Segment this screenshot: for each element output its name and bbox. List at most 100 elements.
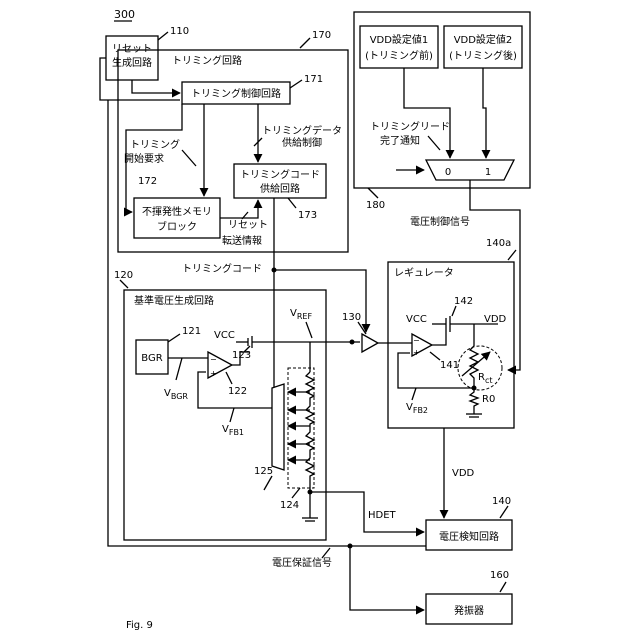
vref-sub: REF [297,312,313,321]
vfb2-wire [398,353,474,388]
r0-resistor [470,388,478,414]
bgr-ref: 121 [182,326,201,337]
vdd-setting-ref: 180 [366,200,385,211]
regulator-block: レギュレータ 140a [388,238,516,428]
bgr-leader [168,334,180,342]
regulator-leader [508,250,516,260]
voltage-control-label: 電圧制御信号 [410,215,470,228]
trim-read-label-1: トリミングリード [370,120,450,133]
vbgr-leader [176,358,182,380]
trim-read-label-2: 完了通知 [380,134,420,147]
trim-start-leader [182,150,196,166]
vdd-setting-1-label-1: VDD設定値1 [370,33,429,46]
trim-start-label-1: トリミング [130,138,180,151]
detector-ref: 140 [492,496,511,507]
reset-to-ctrl-wire [132,80,180,93]
nvm-ref: 172 [138,176,157,187]
regulator-ref: 140a [486,238,511,249]
hdet-junction [308,490,313,495]
vfb1-leader [230,408,234,422]
voltage-control-wire [470,180,520,370]
vdd-label-1: VDD [484,314,507,325]
reset-circuit-ref: 110 [170,26,189,37]
rct-label: Rct [478,372,493,385]
bgr-label: BGR [141,353,162,364]
buffer-leader [358,322,366,334]
buffer-ref: 130 [342,312,361,323]
trim-code-supply-leader [288,198,296,208]
mux-input-0: 0 [445,167,451,178]
trim-data-label-2: 供給制御 [282,136,322,149]
vbgr-sub: BGR [171,392,189,401]
vfb1-label: VFB1 [222,424,244,437]
trim-control-leader [290,80,302,88]
trim-data-label-1: トリミングデータ [262,124,342,137]
guarantee-junction [348,544,353,549]
oscillator-leader [500,582,506,592]
nvm-label-2: ブロック [157,220,197,233]
amp-122-ref: 122 [228,386,247,397]
reset-transfer-label-1: リセット [228,219,268,231]
regulator-label: レギュレータ [394,267,454,279]
reference-gen-label: 基準電圧生成回路 [134,294,214,307]
mux-input-1: 1 [485,167,491,178]
r0-label: R0 [482,394,495,405]
vdd-setting-2-label-2: (トリミング後) [449,49,517,62]
reset-transfer-label-2: 転送情報 [222,234,262,247]
amp-141-minus: − [413,336,420,345]
vfb2-leader [412,388,416,400]
trim-start-label-2: 開始要求 [124,152,164,165]
vdd-select-mux [426,160,514,180]
reset-circuit-leader [158,32,168,40]
nvm-to-codesupply-wire [220,200,258,218]
amp-141-out-wire [432,328,446,345]
hdet-wire [310,492,424,532]
trim-control-ref: 171 [304,74,323,85]
detector-block: 電圧検知回路 140 [426,496,512,550]
selector-leader [264,476,272,490]
nvm-block: 不揮発性メモリ ブロック 172 [134,176,220,238]
guarantee-to-osc-wire [350,546,424,610]
vcc-label-1: VCC [214,330,235,341]
amp-122-plus: + [210,369,217,378]
vdd-label-2: VDD [452,468,475,479]
oscillator-block: 発振器 160 [426,570,512,624]
tr-123-ref: 123 [232,350,251,361]
trim-control-block: トリミング制御回路 171 [182,74,323,104]
detector-label: 電圧検知回路 [439,530,499,543]
amp-122-leader [226,372,232,384]
selector-ref: 125 [254,466,273,477]
ladder-ref: 124 [280,500,299,511]
trim-code-label: トリミングコード [182,262,262,275]
trim-code-supply-label-2: 供給回路 [260,182,300,195]
vdd-setting-block: VDD設定値1 (トリミング前) VDD設定値2 (トリミング後) トリミングリ… [354,12,530,211]
nvm-label-1: 不揮発性メモリ [142,205,212,218]
amp-122-minus: − [210,355,217,364]
hdet-label: HDET [368,510,397,521]
vcc-label-2: VCC [406,314,427,325]
oscillator-label: 発振器 [454,604,484,617]
guarantee-label: 電圧保証信号 [272,556,332,569]
vfb2-sub: FB2 [413,406,428,415]
rct-outline [458,346,502,390]
trimming-circuit-leader [300,38,310,48]
buffer-130 [362,334,378,352]
trimming-circuit-label: トリミング回路 [172,54,242,67]
trimming-circuit-ref: 170 [312,30,331,41]
tr-142-leader [452,306,456,316]
vdd-setting-2-label-1: VDD設定値2 [454,33,513,46]
ladder-resistors [306,372,314,490]
vfb1-sub: FB1 [229,428,244,437]
amp-141-plus: + [413,348,420,357]
vref-label: VREF [290,308,312,321]
setting2-to-mux-wire [483,68,486,158]
amp-141-ref: 141 [440,360,459,371]
trim-code-supply-ref: 173 [298,210,317,221]
oscillator-ref: 160 [490,570,509,581]
detector-leader [500,506,508,518]
trim-read-leader [428,136,440,150]
vdd-setting-1-label-2: (トリミング前) [365,49,433,62]
amp-141-leader [430,352,440,360]
